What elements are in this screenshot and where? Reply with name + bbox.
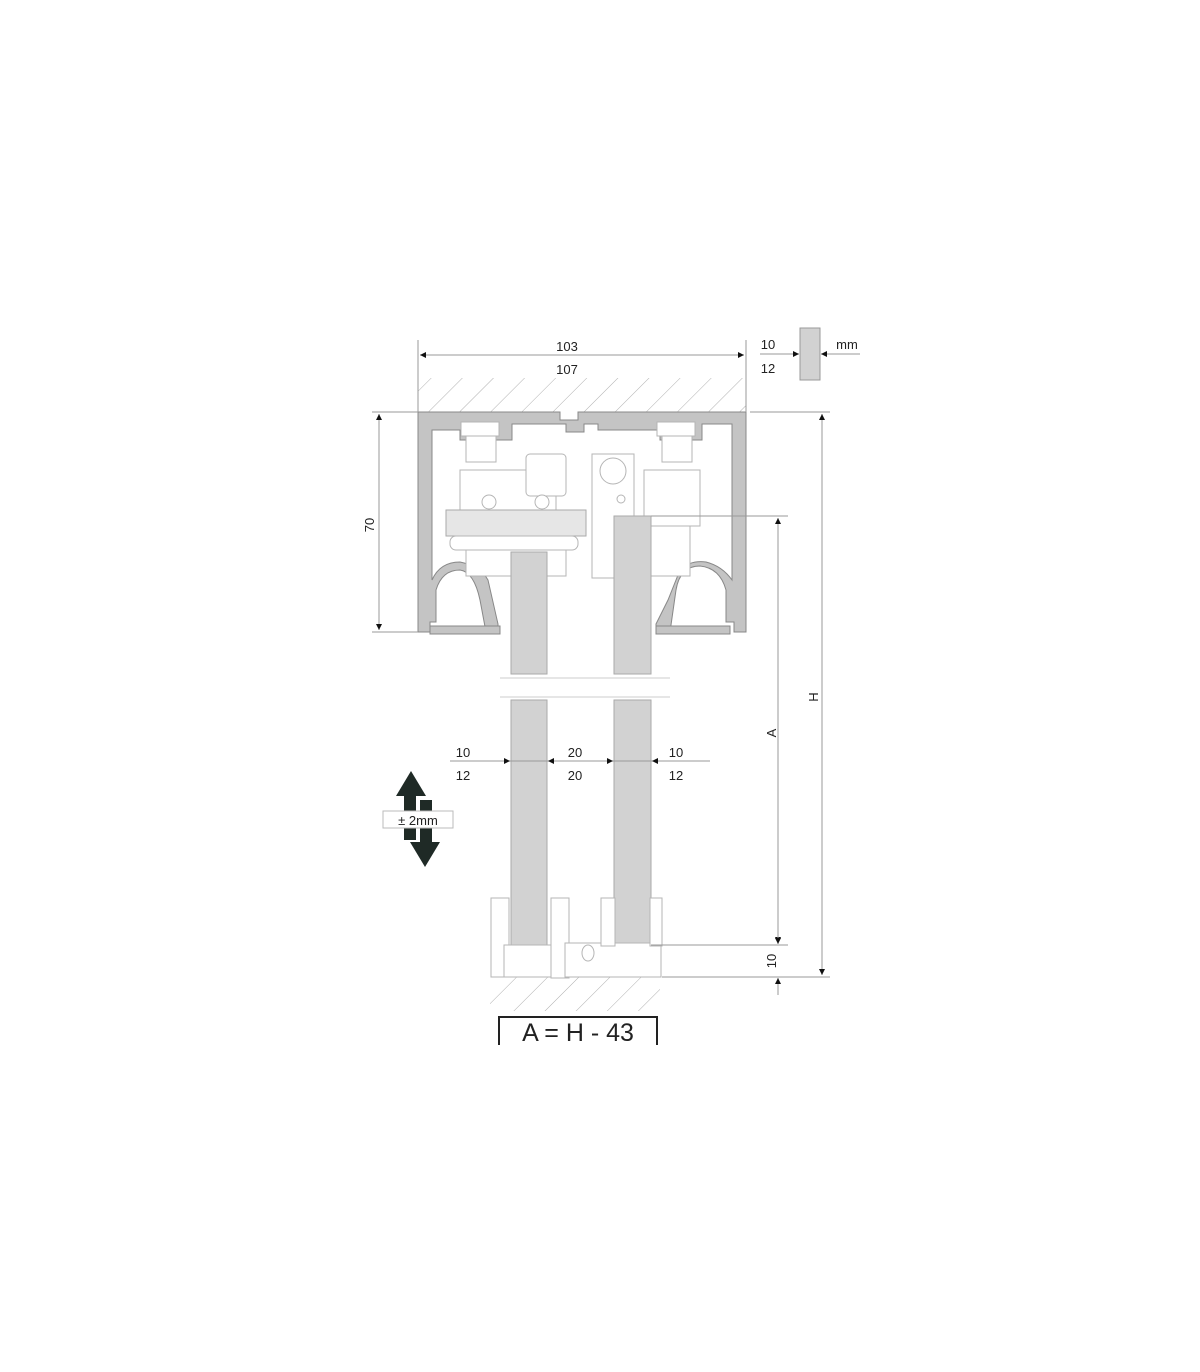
dimension-total-height: H: [662, 411, 830, 978]
ceiling-hatch: [418, 378, 746, 412]
adjustment-label: ± 2mm: [398, 813, 438, 828]
floor-hatch: [490, 977, 660, 1011]
floor-guide: [490, 897, 663, 979]
gap-left-b: 12: [456, 768, 470, 783]
break-lines: [500, 677, 670, 698]
gap-right-a: 10: [669, 745, 683, 760]
dimension-bottom-clearance: 10: [764, 928, 781, 995]
dim-A: A: [764, 728, 779, 737]
thickness-12: 12: [761, 361, 775, 376]
unit-mm: mm: [836, 337, 858, 352]
thickness-10: 10: [761, 337, 775, 352]
glass-panel-left: [510, 551, 548, 951]
gap-left-a: 10: [456, 745, 470, 760]
glass-panel-right: [613, 515, 652, 945]
dimension-track-height: 70: [362, 411, 418, 633]
dim-bottom-10: 10: [764, 954, 779, 968]
glass-thickness-legend: 10 12 mm: [760, 327, 860, 381]
top-track-profile: [417, 411, 747, 635]
up-down-arrow-icon: ± 2mm: [382, 771, 454, 867]
gap-middle-b: 20: [568, 768, 582, 783]
gap-middle-a: 20: [568, 745, 582, 760]
dimension-panel-height: A: [651, 515, 788, 946]
roller-carriage-left: [445, 421, 587, 577]
dim-107: 107: [556, 362, 578, 377]
gap-right-b: 12: [669, 768, 683, 783]
dim-H: H: [806, 692, 821, 701]
formula-text: A = H - 43: [522, 1019, 634, 1047]
dimension-track-width: 103 107: [417, 339, 747, 412]
dim-103: 103: [556, 339, 578, 354]
dimension-gaps: 10 12 20 20 10 12: [450, 745, 710, 783]
dim-70: 70: [362, 518, 377, 532]
formula-box: A = H - 43: [498, 1016, 658, 1047]
